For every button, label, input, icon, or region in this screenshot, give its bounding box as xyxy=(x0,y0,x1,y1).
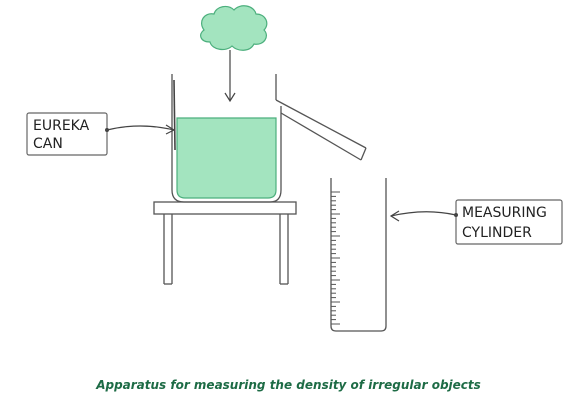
eureka-can-label: EUREKA CAN xyxy=(26,112,176,156)
eureka-can-label-line2: CAN xyxy=(33,136,63,152)
eureka-can-water xyxy=(176,117,277,199)
measuring-cylinder-label-line2: CYLINDER xyxy=(462,225,532,241)
stand xyxy=(153,201,297,285)
eureka-can xyxy=(171,74,367,203)
diagram-caption: Apparatus for measuring the density of i… xyxy=(96,378,481,392)
measuring-cylinder xyxy=(330,178,387,332)
irregular-object xyxy=(200,5,268,51)
drop-arrow xyxy=(224,50,236,103)
cylinder-scale xyxy=(331,191,340,325)
measuring-cylinder-label: MEASURING CYLINDER xyxy=(389,199,563,245)
measuring-cylinder-label-line1: MEASURING xyxy=(462,205,547,221)
eureka-can-label-line1: EUREKA xyxy=(33,118,90,134)
